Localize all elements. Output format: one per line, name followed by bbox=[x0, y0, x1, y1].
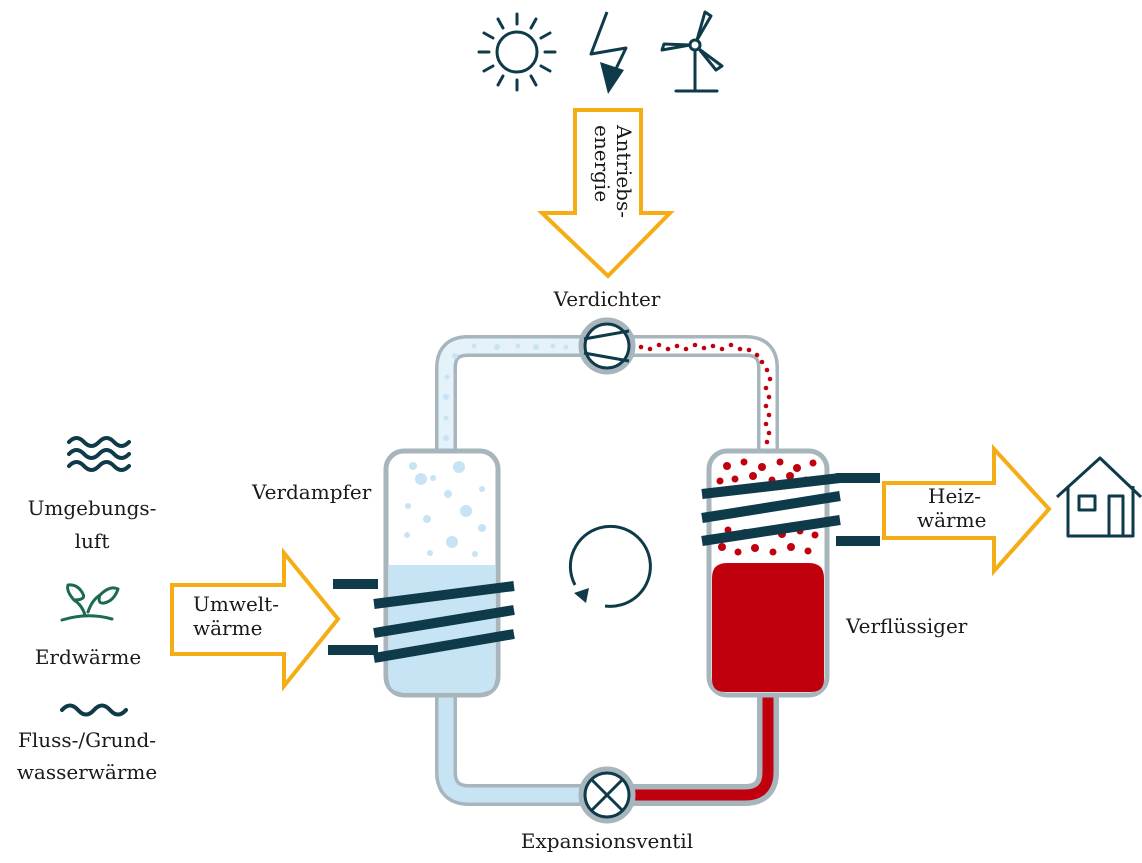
suction-pipe-outer bbox=[435, 335, 582, 458]
compressor-label: Verdichter bbox=[553, 287, 661, 311]
expansion-valve-symbol bbox=[578, 766, 636, 824]
lightning-icon bbox=[589, 11, 628, 94]
drive-energy-label-line1: Antriebs- bbox=[612, 124, 636, 218]
env-heat-label-line2: wärme bbox=[193, 616, 262, 640]
return-pipe-inner bbox=[438, 692, 582, 803]
liquid-pipe-inner bbox=[632, 692, 774, 801]
ambient-air-label-line1: Umgebungs- bbox=[28, 496, 157, 520]
wind-turbine-icon bbox=[660, 10, 724, 93]
water-heat-label-line2: wasserwärme bbox=[17, 760, 157, 784]
drive-energy-label-line2: energie bbox=[590, 125, 614, 202]
sun-icon bbox=[477, 12, 557, 92]
return-pipe-outer bbox=[435, 692, 582, 806]
condenser bbox=[701, 448, 880, 698]
pressure-pipe-outer bbox=[632, 335, 779, 458]
compressor-symbol bbox=[578, 317, 636, 375]
liquid-pipe-outer bbox=[632, 692, 779, 806]
water-heat-label-line1: Fluss-/Grund- bbox=[18, 728, 156, 752]
condenser-label: Verflüssiger bbox=[845, 614, 968, 638]
waves-icon bbox=[67, 436, 131, 472]
geothermal-label: Erdwärme bbox=[35, 645, 141, 669]
environmental-heat-arrow: Umwelt- wärme bbox=[170, 547, 341, 692]
evaporator-label: Verdampfer bbox=[251, 480, 372, 504]
evaporator-bubbles bbox=[404, 461, 486, 557]
pressure-pipe-inner bbox=[632, 338, 776, 458]
refrigerant-circuit bbox=[435, 335, 779, 806]
heating-heat-arrow: Heiz- wärme bbox=[882, 443, 1052, 577]
water-waves-icon bbox=[60, 703, 128, 717]
env-heat-label-line1: Umwelt- bbox=[193, 592, 279, 616]
ambient-air-label-line2: luft bbox=[75, 529, 110, 553]
condenser-coil bbox=[701, 473, 880, 546]
cycle-arrow-icon bbox=[568, 524, 652, 608]
heating-label-line1: Heiz- bbox=[928, 484, 981, 508]
hot-gas-dots bbox=[638, 342, 773, 454]
evaporator-coil bbox=[328, 579, 515, 663]
expansion-valve-label: Expansionsventil bbox=[521, 829, 693, 853]
suction-pipe-inner bbox=[438, 338, 582, 458]
evaporator bbox=[328, 448, 515, 698]
vapor-bubbles bbox=[443, 343, 569, 441]
heating-label-line2: wärme bbox=[917, 508, 986, 532]
house-icon bbox=[1055, 456, 1142, 538]
drive-energy-arrow: Antriebs- energie bbox=[537, 108, 675, 279]
plant-icon bbox=[60, 583, 120, 622]
